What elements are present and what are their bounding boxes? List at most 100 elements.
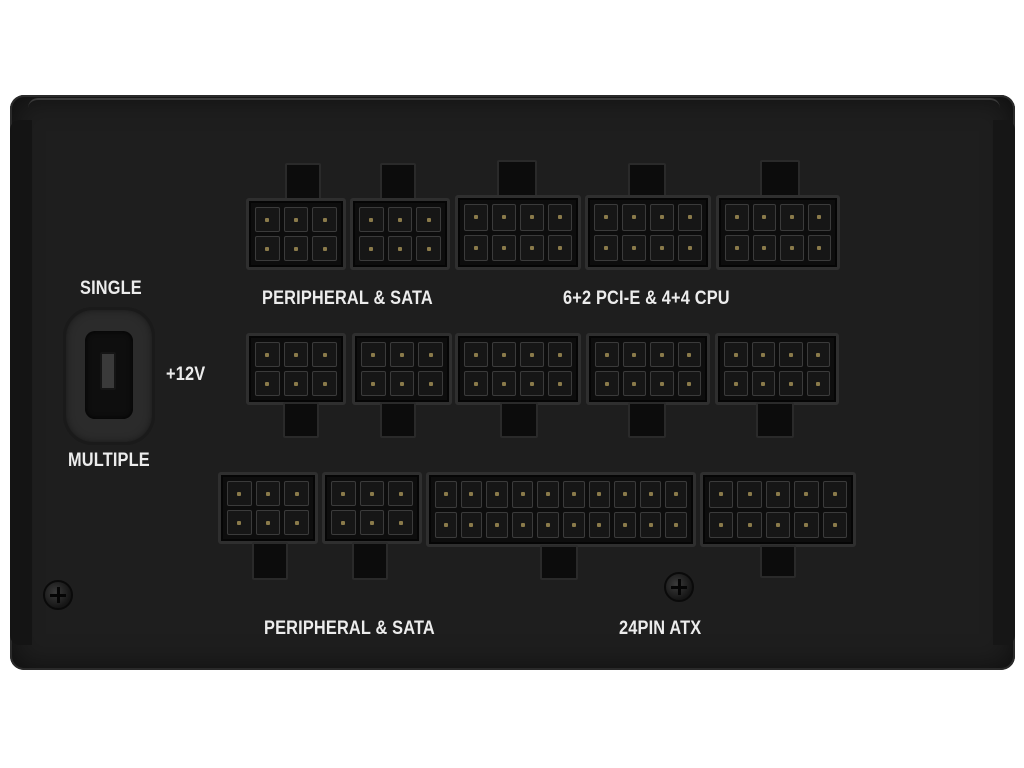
pcie-cpu-connector[interactable] xyxy=(455,195,581,270)
pin xyxy=(312,207,337,232)
pin xyxy=(665,511,687,538)
peripheral-connector[interactable] xyxy=(246,333,346,405)
peripheral-connector[interactable] xyxy=(322,472,422,544)
pin xyxy=(665,481,687,508)
pin xyxy=(595,371,619,396)
pin xyxy=(520,371,544,396)
pin xyxy=(794,511,819,538)
pin xyxy=(284,481,309,506)
pin xyxy=(779,371,803,396)
pin xyxy=(548,234,572,261)
pin xyxy=(387,207,413,232)
latch xyxy=(252,542,288,580)
pin xyxy=(435,511,457,538)
pin xyxy=(737,481,762,508)
pcie-cpu-connector[interactable] xyxy=(455,333,581,405)
peripheral-connector[interactable] xyxy=(350,198,450,270)
label-pcie-cpu: 6+2 PCI-E & 4+4 CPU xyxy=(563,288,730,309)
pin xyxy=(765,511,791,538)
pin xyxy=(284,510,309,535)
pin xyxy=(464,371,488,396)
pin xyxy=(520,342,544,367)
pin xyxy=(389,342,415,367)
pin xyxy=(677,342,701,367)
latch xyxy=(760,545,796,578)
latch xyxy=(500,402,538,438)
pin xyxy=(312,371,337,396)
label-single: SINGLE xyxy=(80,278,142,299)
pin xyxy=(709,481,734,508)
pin xyxy=(622,371,646,396)
pin xyxy=(255,481,281,506)
pin xyxy=(537,511,559,538)
latch xyxy=(352,542,388,580)
pin xyxy=(807,204,831,231)
pin xyxy=(283,207,309,232)
pin xyxy=(312,342,337,367)
atx-24pin-connector[interactable] xyxy=(426,472,696,547)
latch xyxy=(380,402,416,438)
pin xyxy=(359,236,384,261)
pin xyxy=(416,236,441,261)
pin xyxy=(255,236,280,261)
pin xyxy=(678,204,702,231)
pin xyxy=(361,371,386,396)
pin xyxy=(806,342,830,367)
pin xyxy=(416,207,441,232)
pin xyxy=(464,234,488,261)
pin xyxy=(752,234,776,261)
pin xyxy=(678,234,702,261)
pin xyxy=(520,234,544,261)
pin xyxy=(594,234,618,261)
pin xyxy=(359,207,384,232)
label-top-peripheral-sata: PERIPHERAL & SATA xyxy=(262,288,433,309)
peripheral-connector[interactable] xyxy=(352,333,452,405)
latch xyxy=(285,163,321,203)
rail-switch-toggle[interactable] xyxy=(100,352,116,390)
pin xyxy=(677,371,701,396)
pin xyxy=(780,234,804,261)
pin xyxy=(331,510,356,535)
pin xyxy=(724,371,748,396)
pin xyxy=(765,481,791,508)
pin xyxy=(822,481,847,508)
pin xyxy=(255,510,281,535)
pin xyxy=(779,342,803,367)
pin xyxy=(594,204,618,231)
pcie-cpu-connector[interactable] xyxy=(586,333,710,405)
pin xyxy=(794,481,819,508)
screw-icon xyxy=(664,572,694,602)
latch xyxy=(756,402,794,438)
pin xyxy=(650,204,674,231)
peripheral-connector[interactable] xyxy=(246,198,346,270)
pin xyxy=(492,371,516,396)
pin xyxy=(359,481,385,506)
atx-24pin-connector-extension[interactable] xyxy=(700,472,856,547)
pin xyxy=(563,511,585,538)
pin xyxy=(435,481,457,508)
pin xyxy=(227,510,252,535)
pin xyxy=(622,234,646,261)
pin xyxy=(639,481,662,508)
pin xyxy=(418,342,443,367)
pin xyxy=(595,342,619,367)
pin xyxy=(460,511,483,538)
pin xyxy=(614,511,636,538)
pin xyxy=(464,204,488,231)
pin xyxy=(389,371,415,396)
pin xyxy=(460,481,483,508)
peripheral-connector[interactable] xyxy=(218,472,318,544)
pin xyxy=(331,481,356,506)
pin xyxy=(359,510,385,535)
pcie-cpu-connector[interactable] xyxy=(716,195,840,270)
pin xyxy=(650,342,674,367)
pin xyxy=(255,207,280,232)
label-12v: +12V xyxy=(166,364,206,385)
pcie-cpu-connector[interactable] xyxy=(715,333,839,405)
pin xyxy=(387,236,413,261)
pin xyxy=(709,511,734,538)
panel-right-edge xyxy=(993,120,1015,645)
pcie-cpu-connector[interactable] xyxy=(585,195,711,270)
pin xyxy=(622,204,646,231)
pin xyxy=(725,234,749,261)
